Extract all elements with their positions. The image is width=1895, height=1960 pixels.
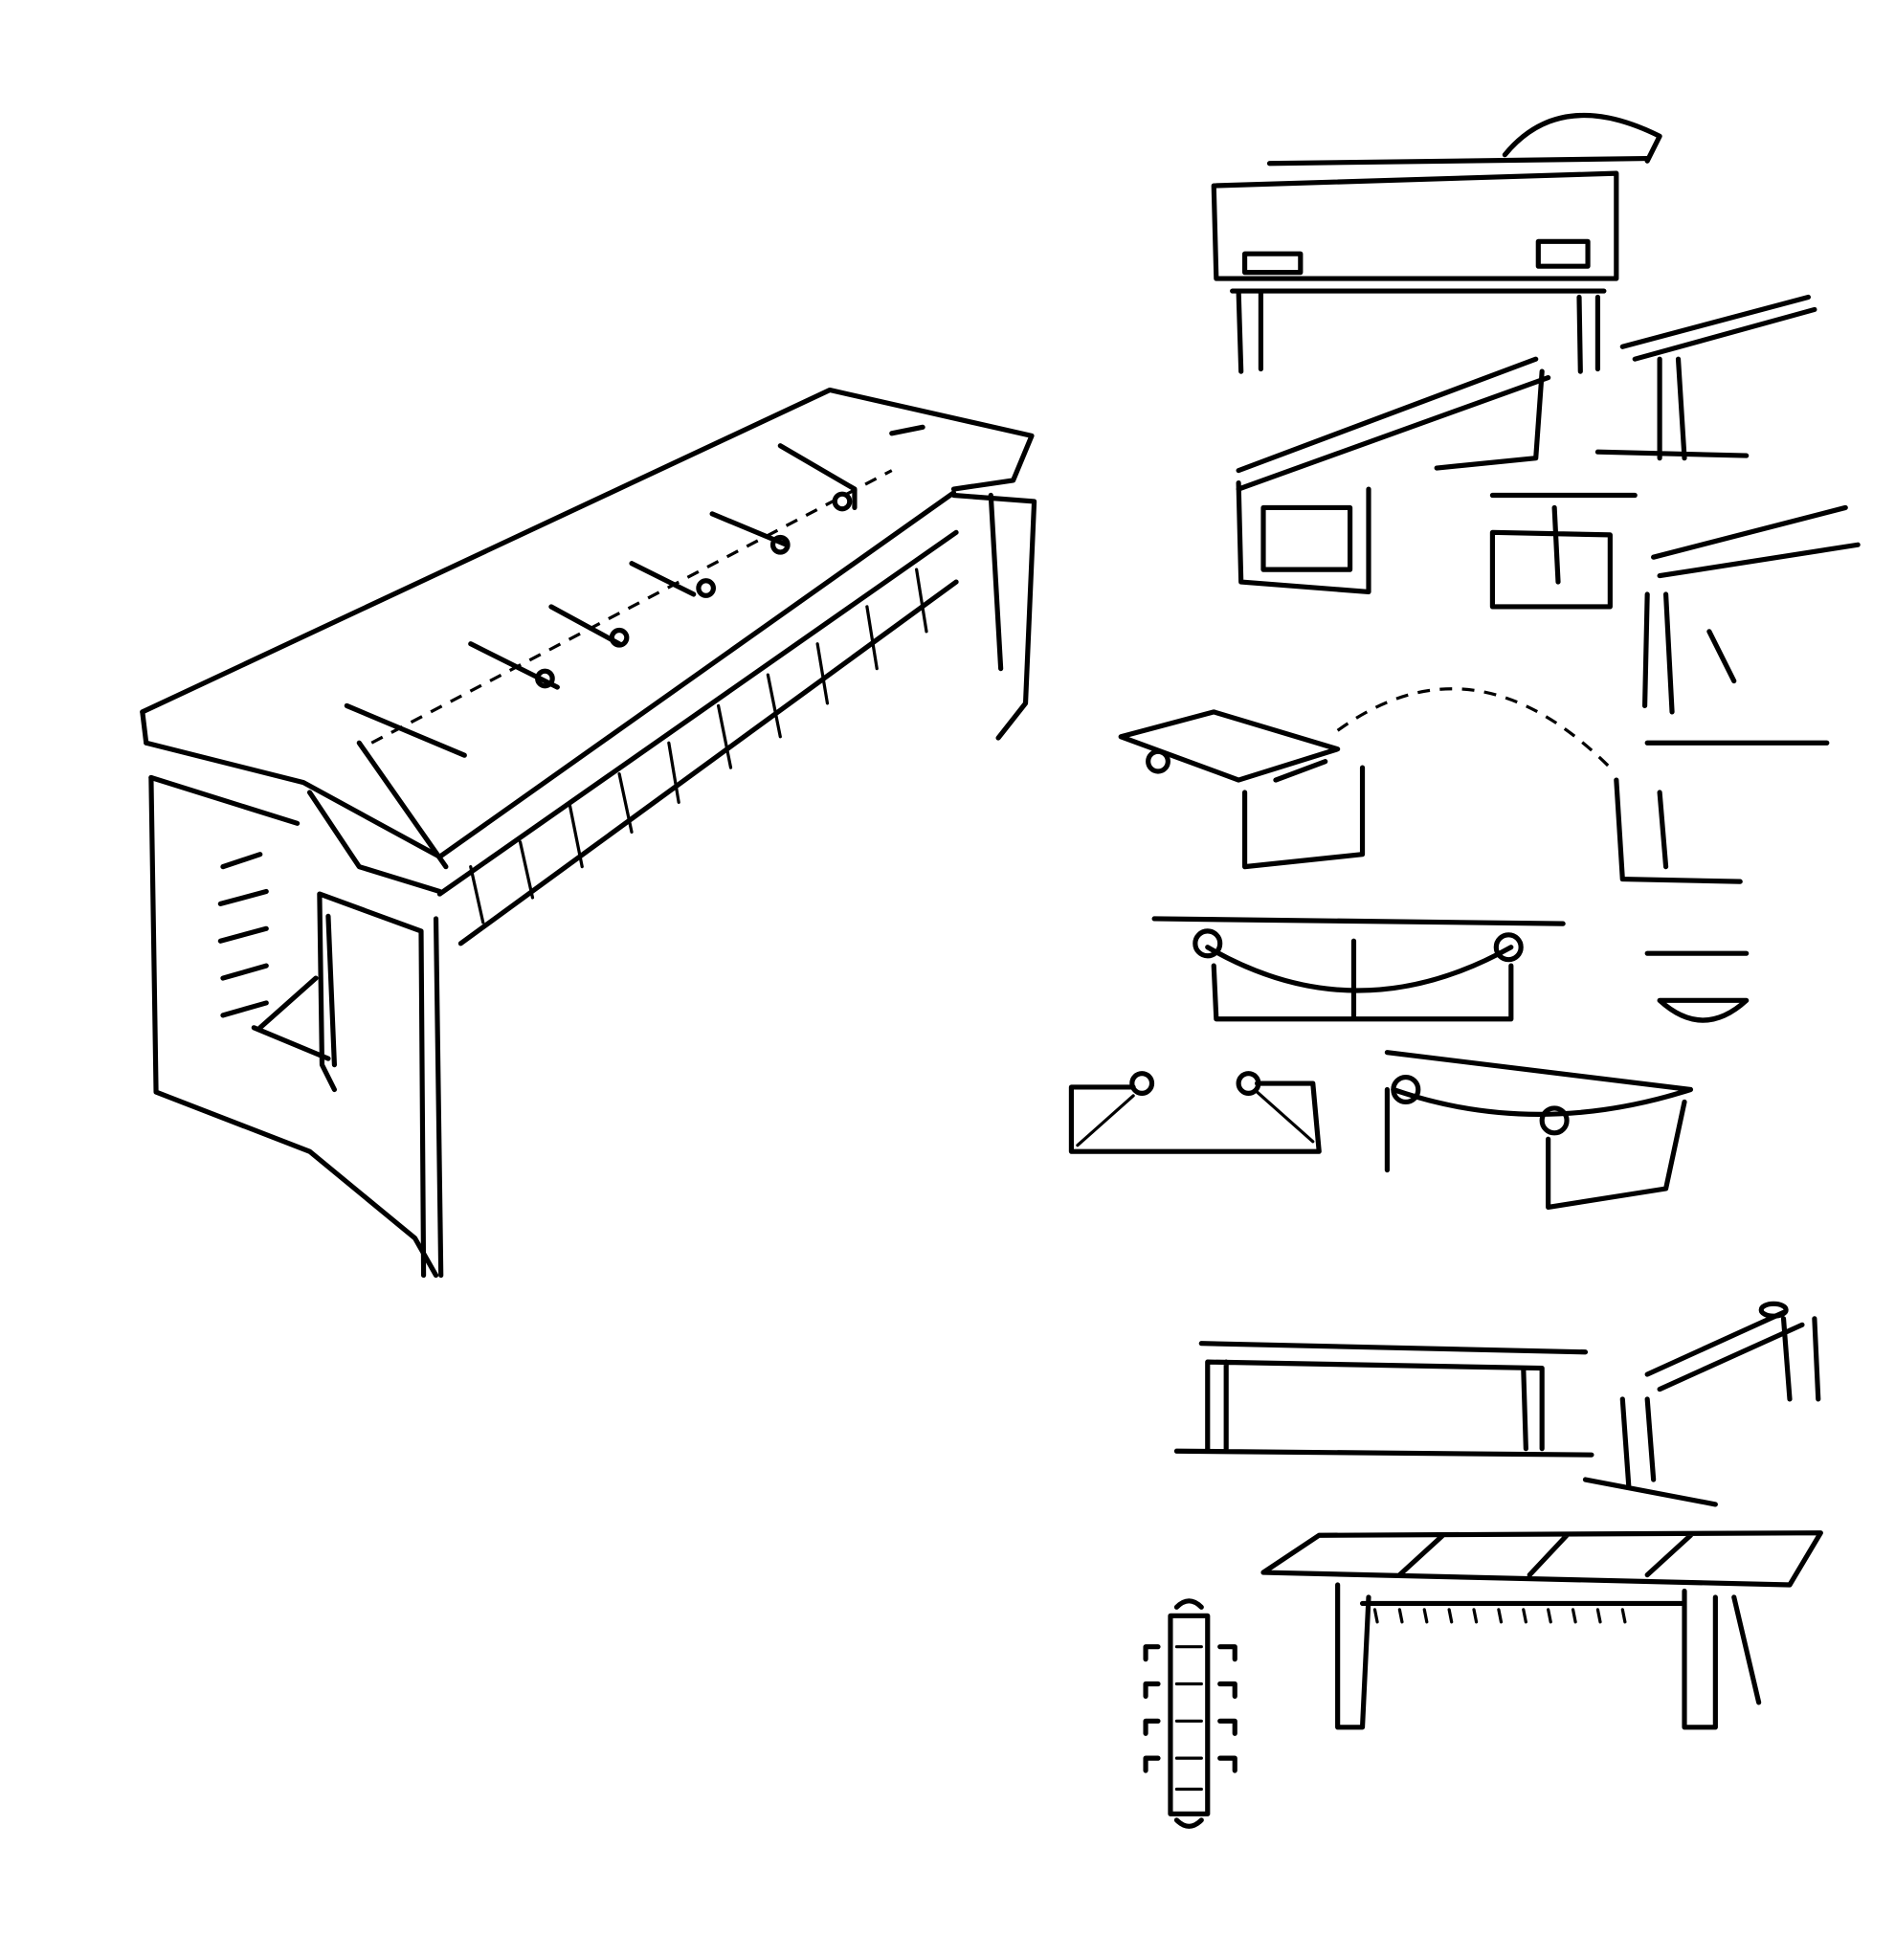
sketch-end-frame xyxy=(1489,492,1638,610)
sketch-side-table xyxy=(1642,504,1861,715)
sketch-bench-perspective xyxy=(1236,356,1551,594)
sketch-trestle-detail xyxy=(1594,294,1817,461)
sketch-split-frames xyxy=(1068,1071,1322,1154)
main-table-sketch xyxy=(140,387,1037,1279)
sketch-table-elevation xyxy=(1211,112,1662,374)
sketch-swing-table xyxy=(1151,916,1750,1023)
sketch-hammock-table xyxy=(1384,1050,1694,1210)
sketch-folding-tables xyxy=(1118,687,1830,884)
sketch-seating-plan xyxy=(1143,1598,1237,1829)
sketch-bench-perspective-small xyxy=(1582,1301,1821,1507)
sketch-low-bench-elevation xyxy=(1173,1341,1594,1458)
sketch-extending-table xyxy=(1260,1530,1823,1730)
